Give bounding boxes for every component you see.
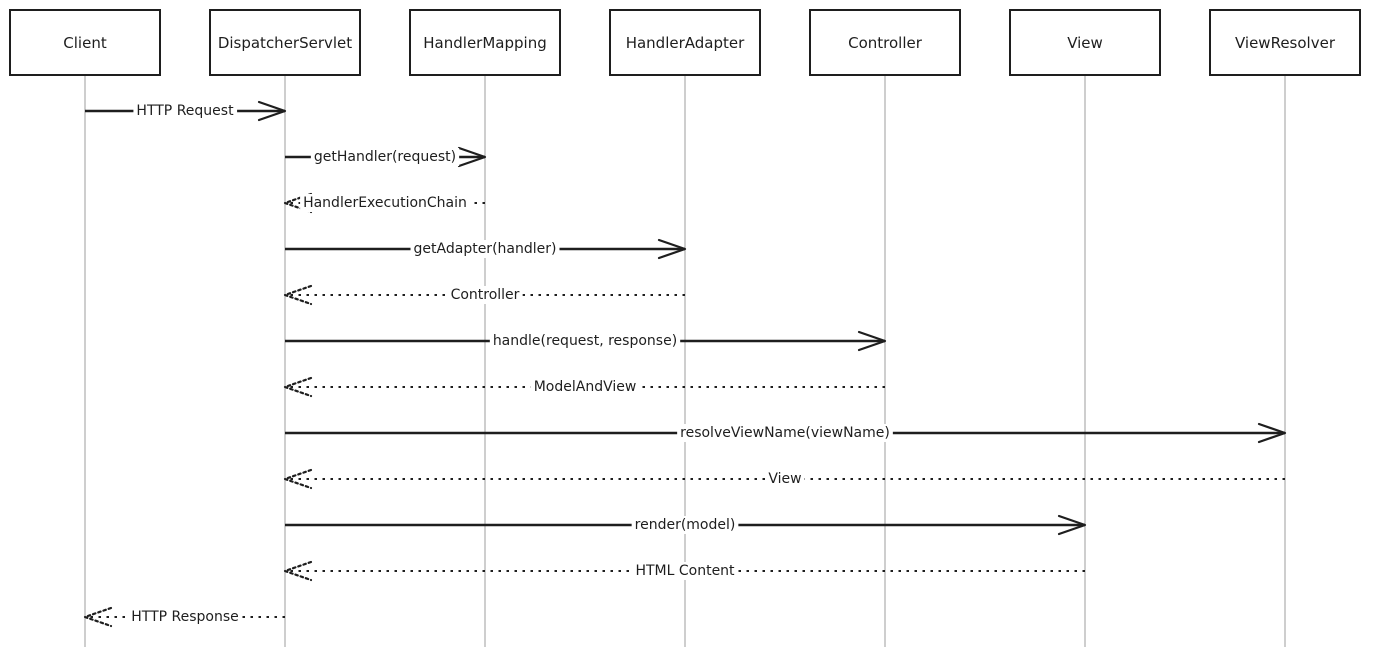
participant-label: View (1067, 34, 1103, 52)
call-message: getAdapter(handler) (285, 238, 687, 260)
call-message: getHandler(request) (285, 146, 487, 168)
message-label: ModelAndView (534, 379, 637, 395)
message-label: HTTP Response (131, 609, 239, 625)
return-message: Controller (283, 284, 685, 306)
message-label-background (631, 516, 739, 534)
message-label: HTML Content (635, 563, 735, 579)
message-label-background (530, 378, 640, 396)
message-label: HTTP Request (136, 103, 234, 119)
participant-box (1009, 9, 1161, 76)
arrowhead-icon (657, 238, 687, 260)
participant-adapter: HandlerAdapter (609, 9, 761, 76)
message-label: Controller (451, 287, 520, 303)
message-label-background (765, 470, 805, 488)
arrowhead-icon (257, 100, 287, 122)
message-label: resolveViewName(viewName) (680, 425, 890, 441)
participant-box (809, 9, 961, 76)
participant-client: Client (9, 9, 161, 76)
participant-box (209, 9, 361, 76)
arrowhead-icon (283, 284, 313, 306)
call-message: HTTP Request (85, 100, 287, 122)
participant-label: Client (63, 34, 107, 52)
participant-label: ViewResolver (1235, 34, 1336, 52)
arrowhead-icon (83, 606, 113, 628)
participant-mapping: HandlerMapping (409, 9, 561, 76)
return-message: ModelAndView (283, 376, 885, 398)
call-message: handle(request, response) (285, 330, 887, 352)
participant-box (609, 9, 761, 76)
message-label-background (133, 102, 238, 120)
message-label-background (447, 286, 523, 304)
message-label: getHandler(request) (314, 149, 456, 165)
arrowhead-icon (283, 560, 313, 582)
participant-label: HandlerAdapter (626, 34, 745, 52)
participant-box (1209, 9, 1361, 76)
message-label: HandlerExecutionChain (303, 195, 467, 211)
participant-dispatcher: DispatcherServlet (209, 9, 361, 76)
message-label: View (768, 471, 801, 487)
message-label-background (410, 240, 560, 258)
arrowhead-icon (1257, 422, 1287, 444)
return-message: HTML Content (283, 560, 1085, 582)
arrowhead-icon (283, 468, 313, 490)
message-label-background (677, 424, 893, 442)
arrowhead-icon (857, 330, 887, 352)
participants: Client DispatcherServlet HandlerMapping Han… (9, 9, 1361, 76)
participant-label: DispatcherServlet (218, 34, 352, 52)
message-label-background (128, 608, 242, 626)
participant-controller: Controller (809, 9, 961, 76)
arrowhead-icon (457, 146, 487, 168)
return-message: HTTP Response (83, 606, 285, 628)
message-label: getAdapter(handler) (414, 241, 557, 257)
participant-resolver: ViewResolver (1209, 9, 1361, 76)
message-label-background (632, 562, 739, 580)
participant-view: View (1009, 9, 1161, 76)
call-message: resolveViewName(viewName) (285, 422, 1287, 444)
arrowhead-icon (1057, 514, 1087, 536)
return-message: HandlerExecutionChain (283, 192, 485, 214)
message-label-background (310, 148, 460, 166)
call-message: render(model) (285, 514, 1087, 536)
message-label: render(model) (635, 517, 736, 533)
participant-box (409, 9, 561, 76)
messages: HTTP Request getHandler(request) HandlerEx… (83, 100, 1287, 628)
participant-label: Controller (848, 34, 923, 52)
arrowhead-icon (283, 376, 313, 398)
message-label: handle(request, response) (493, 333, 677, 349)
message-label-background (300, 194, 470, 212)
lifelines (84, 75, 1286, 647)
participant-label: HandlerMapping (423, 34, 546, 52)
return-message: View (283, 468, 1285, 490)
participant-box (9, 9, 161, 76)
message-label-background (489, 332, 681, 350)
